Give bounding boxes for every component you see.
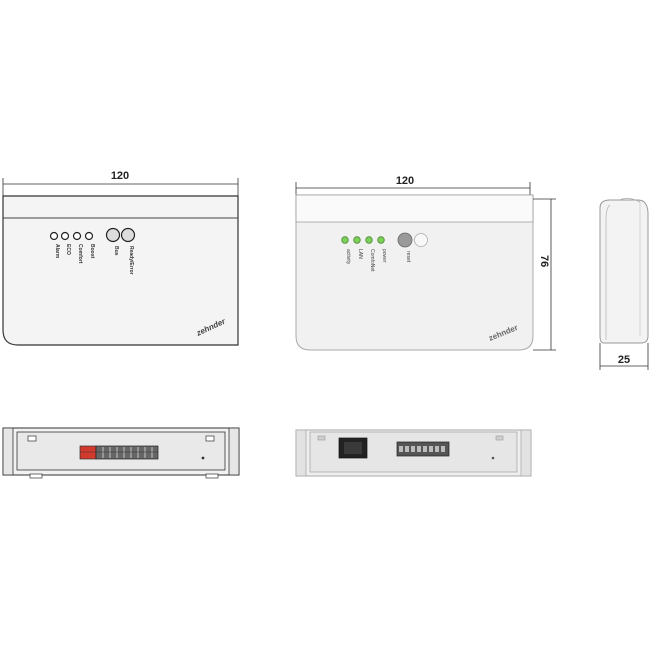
depth-label: 25 <box>618 354 630 366</box>
left-led-row <box>49 231 94 241</box>
right-led-row <box>341 236 385 244</box>
left-device-bottom <box>2 427 240 479</box>
right-device-top-band <box>295 194 534 223</box>
left-bus-button <box>105 227 121 243</box>
right-label-4: reset <box>405 251 411 263</box>
left-red-connector <box>79 445 97 460</box>
right-label-0: activity <box>345 249 351 265</box>
side-view-body <box>599 199 649 344</box>
left-width-dimension: 120 <box>2 170 239 196</box>
right-device-bottom <box>295 429 532 477</box>
left-label-5: Ready/Error <box>128 246 134 275</box>
left-label-2: Comfort <box>77 244 83 264</box>
left-label-1: ECO <box>65 244 71 255</box>
right-device-body <box>295 194 534 351</box>
height-dimension: 76 <box>533 198 556 351</box>
right-label-3: power <box>381 249 387 263</box>
right-label-1: LAN <box>357 249 363 259</box>
right-width-label: 120 <box>396 175 414 187</box>
left-width-label: 120 <box>111 170 129 182</box>
height-label: 76 <box>538 255 550 267</box>
left-labels: Alarm ECO Comfort Boost Bus Ready/Error <box>54 244 134 275</box>
right-labels: activity LAN ComfoNet power reset <box>345 249 411 272</box>
left-buttons <box>105 227 136 243</box>
right-buttons <box>397 232 428 248</box>
right-terminal-block <box>396 441 450 457</box>
left-terminal-block <box>79 445 159 460</box>
right-label-2: ComfoNet <box>369 249 375 272</box>
left-device-front: 120 Alarm ECO Comfort Boost Bus Ready/Er… <box>2 170 239 346</box>
left-label-4: Bus <box>113 246 119 256</box>
left-label-0: Alarm <box>54 244 60 259</box>
left-device-body <box>2 195 239 346</box>
side-view: 25 <box>599 198 649 370</box>
left-label-3: Boost <box>89 244 95 259</box>
right-reset-button <box>397 232 413 248</box>
right-secondary-button <box>414 233 428 247</box>
right-device-front: 120 activity LAN ComfoNet power reset ze… <box>295 175 556 351</box>
left-ready-button <box>120 227 136 243</box>
